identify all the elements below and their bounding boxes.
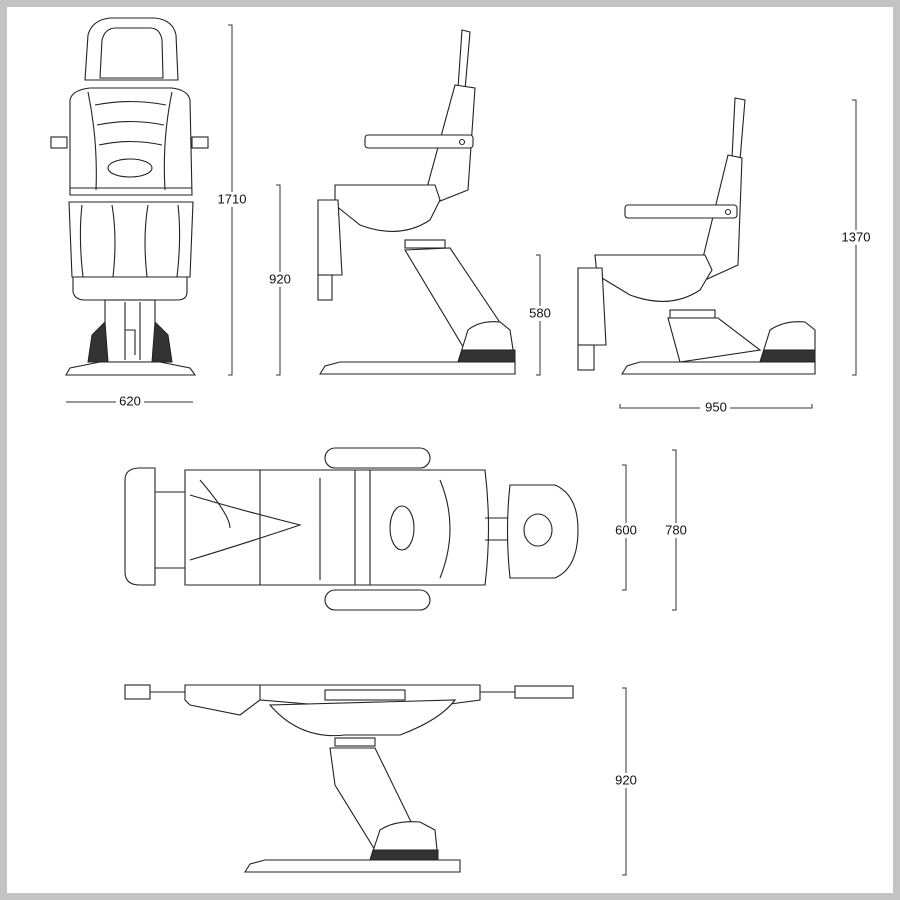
dim-side-height: 1370 bbox=[840, 99, 872, 376]
front-view bbox=[50, 17, 209, 376]
dim-label-920-flat: 920 bbox=[615, 772, 637, 787]
top-view bbox=[124, 447, 579, 611]
side-view-raised bbox=[577, 97, 816, 375]
dim-label-580: 580 bbox=[529, 305, 551, 320]
dim-front-width: 620 bbox=[66, 393, 193, 409]
dim-label-780: 780 bbox=[665, 522, 687, 537]
dim-top-width: 600 bbox=[613, 464, 639, 591]
dim-flat-height: 920 bbox=[613, 687, 639, 876]
dim-label-1370: 1370 bbox=[842, 229, 871, 244]
dim-label-600: 600 bbox=[615, 522, 637, 537]
dim-label-950: 950 bbox=[705, 399, 727, 414]
dim-label-1710: 1710 bbox=[218, 191, 247, 206]
dim-side-length: 950 bbox=[619, 399, 813, 415]
dim-top-width-armrests: 780 bbox=[663, 449, 689, 611]
dim-side-min-seat-height: 580 bbox=[527, 254, 553, 376]
dim-label-620: 620 bbox=[119, 393, 141, 408]
side-view-upright bbox=[317, 29, 516, 375]
flat-view bbox=[124, 684, 574, 873]
dim-front-height: 1710 bbox=[217, 24, 247, 376]
dim-front-seat-height: 920 bbox=[267, 184, 293, 376]
dim-label-920: 920 bbox=[269, 271, 291, 286]
